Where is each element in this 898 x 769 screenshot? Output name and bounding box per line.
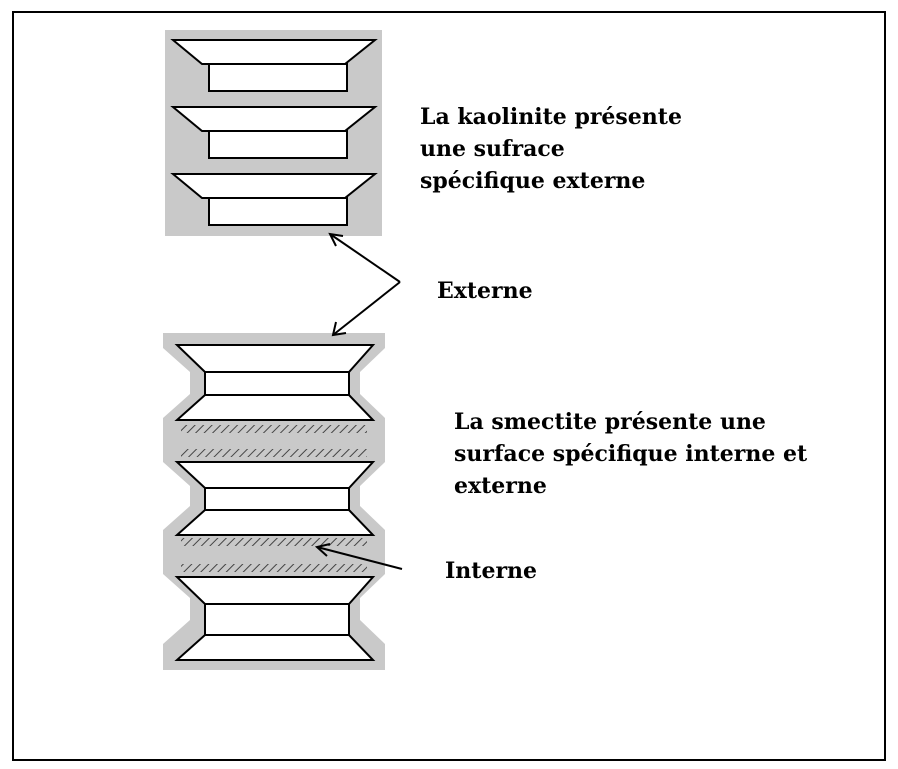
figure-frame [12, 11, 886, 761]
kaolinite-stack [170, 39, 378, 226]
kaolinite-layer [170, 173, 378, 226]
kaolinite-layer [170, 39, 378, 92]
externe-arrow-up [329, 233, 401, 283]
kaolinite-layer [170, 106, 378, 159]
smectite-stack [174, 344, 376, 661]
arrowhead-down [331, 321, 347, 337]
smectite-layer [174, 576, 376, 661]
smectite-line-3: externe [454, 472, 547, 499]
smectite-description: La smectite présente une surface spécifi… [454, 407, 807, 503]
interne-label: Interne [445, 558, 538, 584]
kaolinite-description: La kaolinite présente une sufrace spécif… [420, 102, 682, 198]
interne-arrow [314, 543, 403, 570]
externe-arrow-down [332, 281, 401, 336]
externe-arrows [328, 232, 401, 337]
smectite-interlayer-hatch [181, 425, 367, 572]
smectite-line-2: surface spécifique interne et [454, 440, 808, 467]
smectite-line-1: La smectite présente une [454, 409, 766, 435]
smectite-layer [174, 461, 376, 536]
arrowhead-up [328, 232, 344, 247]
smectite-layer [174, 344, 376, 421]
kaolinite-line-2: une sufrace [420, 135, 565, 162]
kaolinite-line-3: spécifique externe [420, 167, 646, 194]
externe-label: Externe [437, 278, 533, 304]
kaolinite-line-1: La kaolinite présente [420, 104, 682, 130]
